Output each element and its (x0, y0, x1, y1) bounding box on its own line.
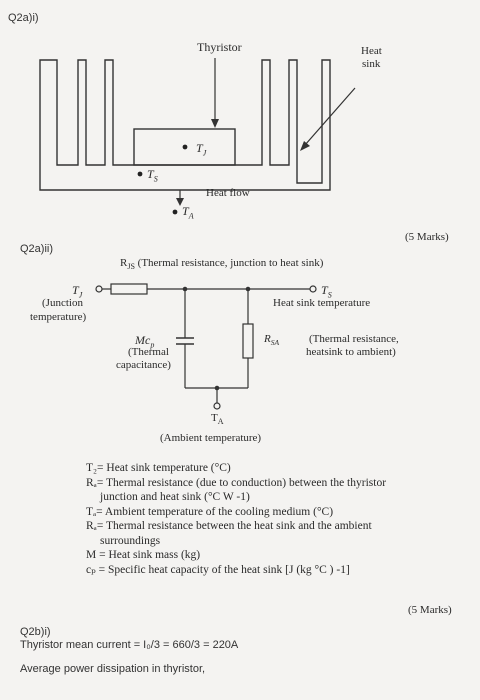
rjs-resistor (110, 283, 148, 295)
legend-line: T₂= Heat sink temperature (°C) (86, 462, 231, 474)
ta-desc: (Ambient temperature) (160, 432, 262, 444)
legend-line: Rₐ= Thermal resistance between the heat … (86, 520, 372, 532)
rsa-label: RSA (264, 333, 280, 348)
mcp-desc-line1: (Thermal (128, 346, 169, 358)
ts-node-label: TS (321, 283, 332, 300)
tj-node-label: TJ (72, 283, 83, 300)
ta-node-label: TA (211, 412, 224, 427)
rsa-resistor (242, 323, 254, 359)
legend-line: junction and heat sink (°C W -1) (100, 491, 250, 503)
rsa-desc-line2: heatsink to ambient) (306, 346, 396, 358)
mcp-desc-line2: capacitance) (116, 359, 171, 371)
heat-sink-label-line1: Heat (361, 45, 382, 57)
rjs-title: RJS (Thermal resistance, junction to hea… (120, 257, 324, 272)
thyristor-label: Thyristor (197, 40, 242, 54)
legend-line: Rₐ= Thermal resistance (due to conductio… (86, 476, 387, 489)
thermal-circuit-diagram (95, 283, 317, 410)
question-label-q2aii: Q2a)ii) (20, 243, 54, 255)
ta-label: TA (182, 204, 194, 221)
rsa-desc-line1: (Thermal resistance, (309, 333, 399, 345)
legend-line: cₚ = Specific heat capacity of the heat … (86, 563, 350, 576)
legend-line: surroundings (100, 534, 161, 547)
tj-label: TJ (196, 141, 207, 158)
question-label-q2ai: Q2a)i) (8, 12, 39, 24)
mcp-label: Mcp (135, 333, 155, 350)
power-dissipation-line: Average power dissipation in thyristor, (20, 663, 206, 675)
heat-sink-diagram (39, 58, 356, 215)
ts-dot (137, 171, 143, 177)
heat-sink-outline (39, 59, 331, 191)
ts-label: TS (147, 167, 158, 184)
tj-dot (182, 144, 188, 150)
tj-desc-line2: temperature) (30, 311, 87, 323)
marks-q2ai: (5 Marks) (405, 231, 449, 243)
heat-sink-label-line2: sink (362, 58, 381, 70)
legend-line: Tₐ= Ambient temperature of the cooling m… (86, 505, 334, 518)
ts-desc: Heat sink temperature (273, 297, 371, 309)
legend-line: M = Heat sink mass (kg) (86, 549, 201, 561)
marks-q2aii: (5 Marks) (408, 604, 452, 616)
ta-dot (172, 209, 178, 215)
mean-current-line: Thyristor mean current = I₀/3 = 660/3 = … (20, 639, 239, 651)
question-label-q2bi: Q2b)i) (20, 626, 51, 638)
symbol-legend: T₂= Heat sink temperature (°C) Rₐ= Therm… (86, 461, 386, 577)
thyristor-box (133, 128, 236, 166)
heat-flow-label: Heat flow (206, 187, 250, 199)
tj-desc-line1: (Junction (42, 297, 83, 309)
